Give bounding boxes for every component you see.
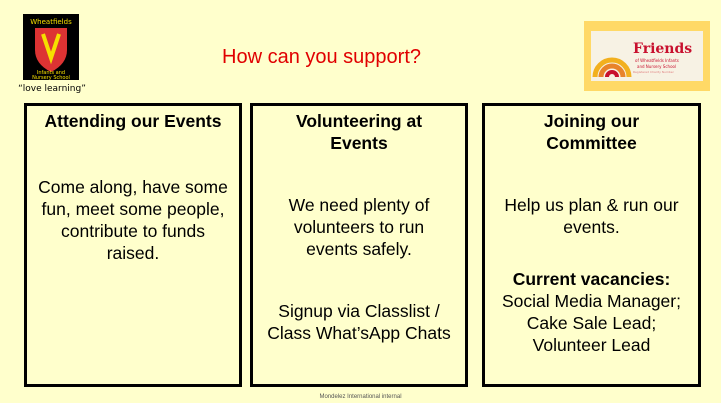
footer-classification: Mondelez International internal [319,394,402,400]
svg-text:Registered Charity Number: Registered Charity Number [633,70,675,74]
friends-logo: Friends of Wheatfields Infants and Nurse… [584,21,710,91]
column-heading: Attending our Events [44,111,222,131]
school-motto: “love learning” [18,84,86,94]
column-heading: Volunteering at Events [295,111,423,153]
vacancies-list: Social Media Manager; Cake Sale Lead; Vo… [502,291,681,355]
svg-text:Nursery School: Nursery School [32,75,70,80]
school-logo: Wheatfields Infants and Nursery School [23,14,79,81]
svg-text:Friends: Friends [633,41,692,57]
column-body: Help us plan & run our events. [504,195,679,237]
column-volunteering: Volunteering at Events We need plenty of… [250,103,468,387]
svg-text:and Nursery School: and Nursery School [637,64,676,69]
page-title: How can you support? [222,46,422,68]
column-body: We need plenty of volunteers to run even… [288,195,430,259]
svg-text:Wheatfields: Wheatfields [30,18,72,26]
column-body: Come along, have some fun, meet some peo… [38,177,228,263]
column-heading: Joining our Committee [543,111,640,153]
column-attending-events: Attending our Events Come along, have so… [24,103,242,387]
svg-text:Infants and: Infants and [37,70,65,76]
column-committee: Joining our Committee Help us plan & run… [482,103,701,387]
column-extra: Signup via Classlist / Class What’sApp C… [267,301,451,343]
vacancies-label: Current vacancies: [512,269,671,289]
svg-text:of Wheatfields Infants: of Wheatfields Infants [635,58,679,63]
